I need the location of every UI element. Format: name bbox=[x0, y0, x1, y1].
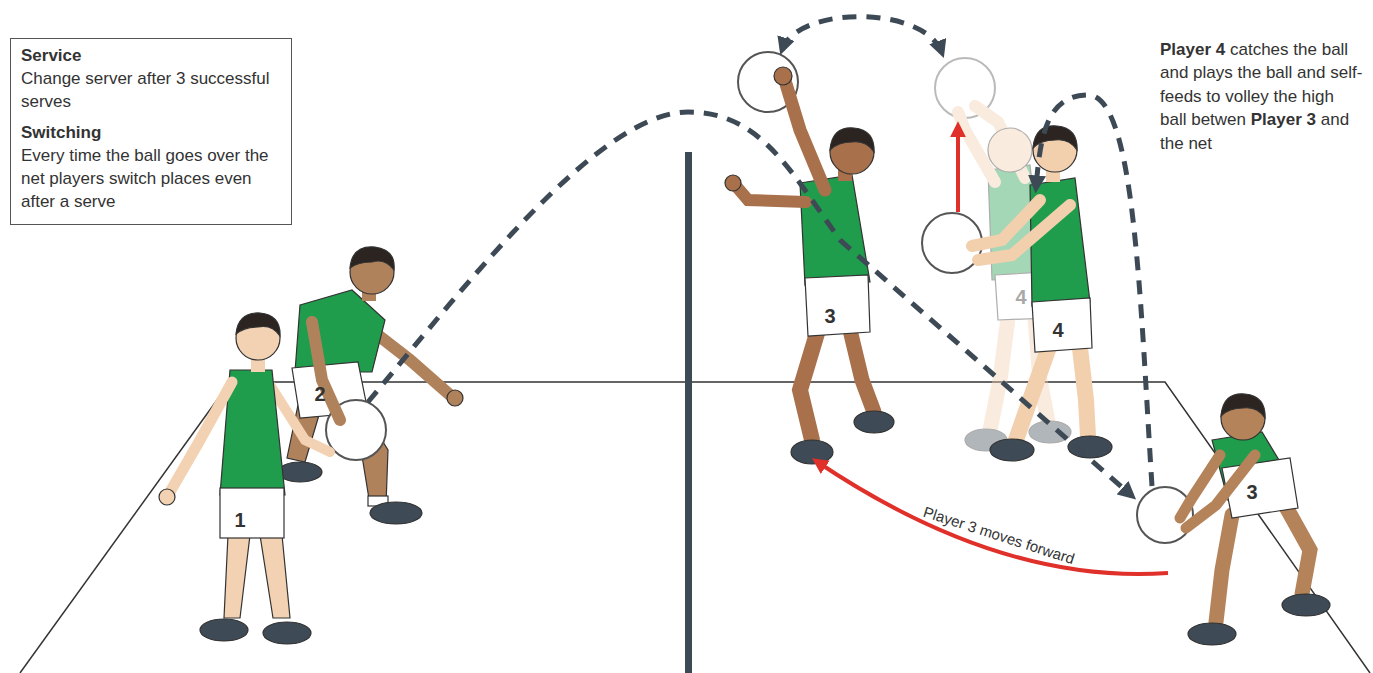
player-figure bbox=[1137, 394, 1330, 645]
player-number: 2 bbox=[314, 384, 325, 404]
player-figure bbox=[236, 313, 280, 336]
player-number: 3 bbox=[824, 306, 835, 326]
player-figure bbox=[850, 330, 874, 412]
player-figure bbox=[830, 128, 874, 152]
ball-path bbox=[1036, 95, 1152, 486]
ball-path bbox=[368, 112, 1132, 496]
player-number: 4 bbox=[1015, 287, 1026, 307]
player-figure bbox=[1285, 505, 1310, 594]
player-figure bbox=[1016, 350, 1048, 440]
player-figure bbox=[725, 175, 741, 191]
player-figure bbox=[774, 67, 792, 85]
player-figure bbox=[805, 275, 870, 336]
player-figure bbox=[800, 330, 818, 440]
box-heading: Switching bbox=[21, 122, 281, 145]
arrow-label: Player 3 moves forward bbox=[922, 504, 1077, 566]
player-figure bbox=[786, 84, 825, 190]
player-figure bbox=[1032, 298, 1092, 352]
player-figure bbox=[1080, 348, 1088, 436]
player-figure bbox=[220, 488, 284, 538]
player-figure bbox=[278, 247, 463, 524]
player-figure bbox=[1188, 623, 1236, 645]
player-figure bbox=[725, 52, 894, 464]
player-figure bbox=[1282, 594, 1330, 616]
box-body: Every time the ball goes over the net pl… bbox=[21, 145, 281, 214]
player-figure bbox=[312, 322, 340, 420]
player-figure bbox=[736, 186, 806, 202]
player-figure bbox=[1221, 394, 1265, 418]
player-figure bbox=[159, 313, 330, 644]
player-figure bbox=[990, 439, 1034, 461]
player-figure bbox=[447, 390, 463, 406]
player-figure bbox=[350, 247, 394, 270]
player-figure bbox=[200, 619, 248, 641]
ball-path bbox=[368, 17, 1152, 496]
movement-arrow bbox=[816, 461, 1168, 574]
court-lines bbox=[20, 382, 1370, 673]
player-number: 3 bbox=[1246, 482, 1257, 502]
player-figure bbox=[278, 462, 322, 482]
player-figure bbox=[159, 489, 175, 505]
player-number: 1 bbox=[234, 510, 245, 530]
player-figure bbox=[170, 382, 232, 492]
player-figure bbox=[791, 440, 833, 464]
player-figure bbox=[854, 411, 894, 433]
ball-path bbox=[782, 17, 942, 53]
box-body: Change server after 3 successful serves bbox=[21, 68, 281, 114]
player-figure bbox=[370, 502, 422, 524]
instruction-note: Player 4 catches the ball and plays the … bbox=[1160, 38, 1365, 155]
player-figure bbox=[263, 622, 311, 644]
note-box: ServiceChange server after 3 successful … bbox=[10, 38, 292, 225]
player-figure bbox=[922, 126, 1112, 461]
player-figure bbox=[260, 535, 290, 618]
net-pole bbox=[685, 152, 692, 673]
player-figure bbox=[978, 205, 1070, 260]
player-figure bbox=[1186, 455, 1255, 528]
player-figure bbox=[1216, 515, 1232, 622]
court-lines bbox=[230, 382, 1370, 673]
movement-arrow bbox=[816, 126, 1168, 574]
player-figure bbox=[224, 535, 250, 618]
player-figure-ghost bbox=[988, 128, 1032, 172]
box-heading: Service bbox=[21, 45, 281, 68]
court-lines bbox=[20, 382, 230, 673]
movement-arrow bbox=[956, 126, 960, 212]
player-number: 4 bbox=[1052, 320, 1063, 340]
